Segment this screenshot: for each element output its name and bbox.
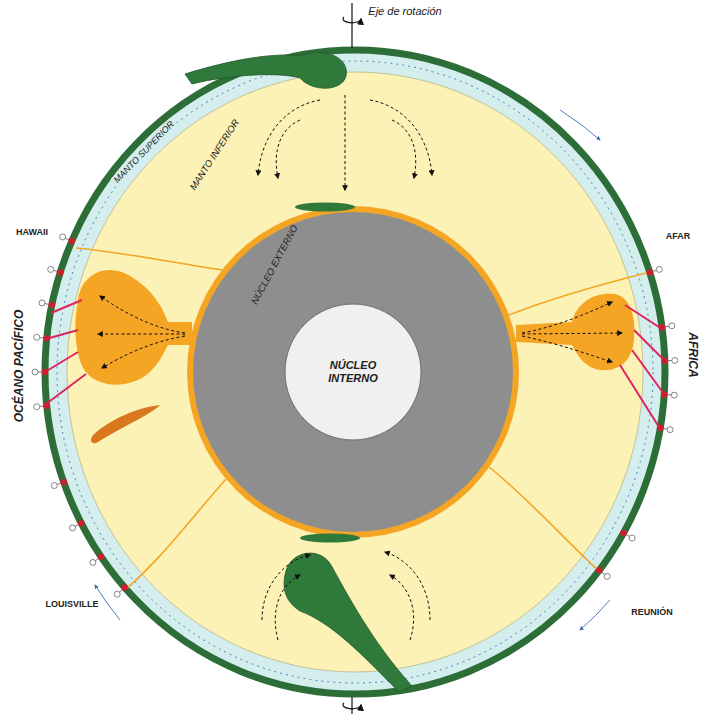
volcano-symbol <box>662 357 678 364</box>
volcano-symbol <box>34 402 50 409</box>
volcano-symbol <box>34 334 50 341</box>
hotspot-label: LOUISVILLE <box>45 599 98 609</box>
volcano-symbol <box>659 323 675 331</box>
volcano-symbol <box>657 425 673 433</box>
outer-core-layer: NÚCLEO INTERNONÚCLEO EXTERNO <box>187 206 519 538</box>
upper-mantle-layer: NÚCLEO INTERNONÚCLEO EXTERNOMANTO INFERI… <box>45 50 665 694</box>
volcano-symbol <box>661 391 677 398</box>
convection-arrow <box>580 600 610 630</box>
axis-label: Eje de rotación <box>368 5 441 18</box>
subducting-slab <box>284 553 412 692</box>
volcano-symbol <box>647 266 663 275</box>
rotation-axis <box>343 3 361 714</box>
plume-conduit <box>76 248 222 270</box>
hotspot-label: AFAR <box>666 231 691 241</box>
slab-remnant <box>300 534 360 543</box>
plume-conduit <box>489 467 598 570</box>
convection-arrow <box>95 585 120 620</box>
region-label: AFRICA <box>685 332 699 377</box>
superplume <box>75 270 192 385</box>
region-label: OCÉANO PACÍFICO <box>13 310 27 422</box>
volcano-symbol <box>69 520 84 531</box>
volcano-symbol <box>32 369 48 375</box>
lower-mantle-layer: NÚCLEO INTERNONÚCLEO EXTERNOMANTO INFERI… <box>67 72 643 672</box>
layer-label: NÚCLEO INTERNO <box>317 359 389 384</box>
subducting-slab <box>185 52 346 88</box>
hotspot-volcanoes <box>32 234 678 597</box>
convection-line <box>57 61 653 683</box>
convection-arrows <box>258 95 432 640</box>
hotspot-conduits <box>45 300 665 427</box>
volcano-symbol <box>51 479 67 489</box>
plume-conduit <box>509 272 650 315</box>
superplume <box>516 294 634 370</box>
inner-core-layer: NÚCLEO INTERNO <box>285 304 421 440</box>
plume-conduit <box>126 479 226 589</box>
volcano-symbol <box>114 584 128 597</box>
volcano-symbol <box>620 530 635 541</box>
volcano-symbol <box>39 300 55 308</box>
hotspot-label: REUNIÓN <box>631 607 673 617</box>
volcano-symbol <box>90 553 104 565</box>
flow-arrows <box>98 296 622 368</box>
volcano-symbol <box>60 234 75 244</box>
volcano-symbol <box>596 567 610 579</box>
hotspot-label: HAWAII <box>16 227 48 237</box>
volcano-symbol <box>48 266 64 275</box>
small-plume <box>91 405 160 443</box>
slab-remnant <box>295 203 355 212</box>
convection-arrow <box>560 110 600 140</box>
